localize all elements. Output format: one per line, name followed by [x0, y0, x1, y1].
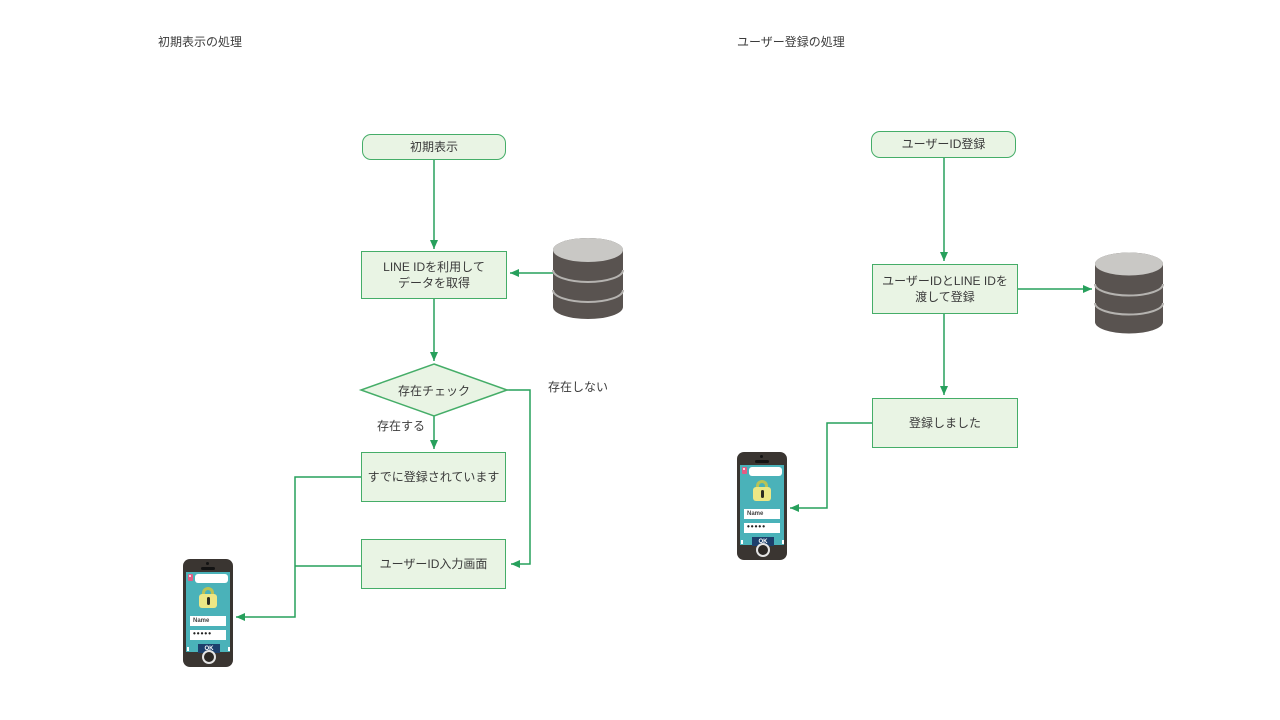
lock-body-icon [753, 487, 771, 501]
arrow-to-phone-left [236, 476, 361, 621]
node-exists-check: 存在チェック [397, 383, 470, 398]
phone-icon: Name ••••• OK [737, 452, 787, 560]
header-bubble [748, 466, 782, 476]
password-field: ••••• [190, 630, 226, 640]
node-already-registered: すでに登録されています [361, 452, 506, 502]
app-badge-icon [741, 466, 747, 474]
node-user-id-register: ユーザーID登録 [871, 131, 1016, 158]
flow-title-right: ユーザー登録の処理 [737, 35, 845, 49]
edge-label-not-exists: 存在しない [548, 380, 609, 394]
arrow-to-phone-right [790, 422, 872, 512]
screen-corner-mark [227, 647, 230, 651]
node-registered: 登録しました [872, 398, 1018, 448]
speaker-bar-icon [201, 567, 215, 570]
flow-title-left: 初期表示の処理 [158, 35, 243, 49]
keyhole-icon [206, 597, 210, 605]
speaker-bar-icon [755, 460, 769, 463]
lock-icon [756, 480, 768, 489]
node-fetch-by-line-id: LINE IDを利用して データを取得 [361, 251, 507, 299]
camera-dot-icon [760, 455, 763, 458]
home-button-icon [202, 650, 216, 664]
phone-screen: Name ••••• OK [740, 465, 784, 546]
lock-icon [202, 587, 214, 596]
header-bubble [194, 573, 228, 583]
node-register-with-ids: ユーザーIDとLINE IDを 渡して登録 [872, 264, 1018, 314]
name-field: Name [744, 509, 780, 519]
screen-corner-mark [186, 647, 189, 651]
phone-icon: Name ••••• OK [183, 559, 233, 667]
database-icon [1094, 252, 1164, 334]
phone-screen: Name ••••• OK [186, 572, 230, 653]
decision-diamond [358, 363, 510, 417]
password-field: ••••• [744, 523, 780, 533]
screen-corner-mark [781, 540, 784, 544]
keyhole-icon [760, 490, 764, 498]
name-field: Name [190, 616, 226, 626]
arrow-decision-no-branch [507, 389, 531, 568]
lock-body-icon [199, 594, 217, 608]
database-icon [552, 238, 624, 319]
node-initial-display: 初期表示 [362, 134, 506, 160]
camera-dot-icon [206, 562, 209, 565]
home-button-icon [756, 543, 770, 557]
ok-button: OK [198, 644, 220, 653]
node-user-id-input-screen: ユーザーID入力画面 [361, 539, 506, 589]
screen-corner-mark [740, 540, 743, 544]
app-badge-icon [187, 573, 193, 581]
ok-button: OK [752, 537, 774, 546]
edge-label-exists: 存在する [377, 419, 426, 433]
